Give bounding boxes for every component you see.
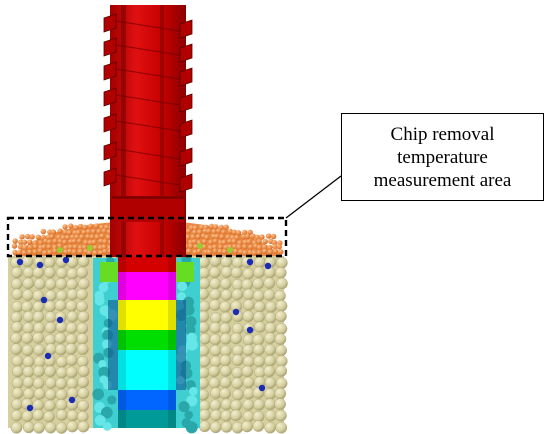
callout-leader-line xyxy=(285,175,342,219)
callout-line-2: temperature xyxy=(397,146,488,168)
callout-line-3: measurement area xyxy=(373,169,512,191)
callout-line-1: Chip removal xyxy=(390,123,495,145)
drill-rod xyxy=(103,5,193,257)
soil-particles xyxy=(10,255,288,434)
borehole-temperature-bands xyxy=(92,254,200,434)
soil-blue-particles xyxy=(16,256,272,412)
measurement-area-box xyxy=(6,216,288,258)
callout-label: Chip removal temperature measurement are… xyxy=(341,113,544,201)
